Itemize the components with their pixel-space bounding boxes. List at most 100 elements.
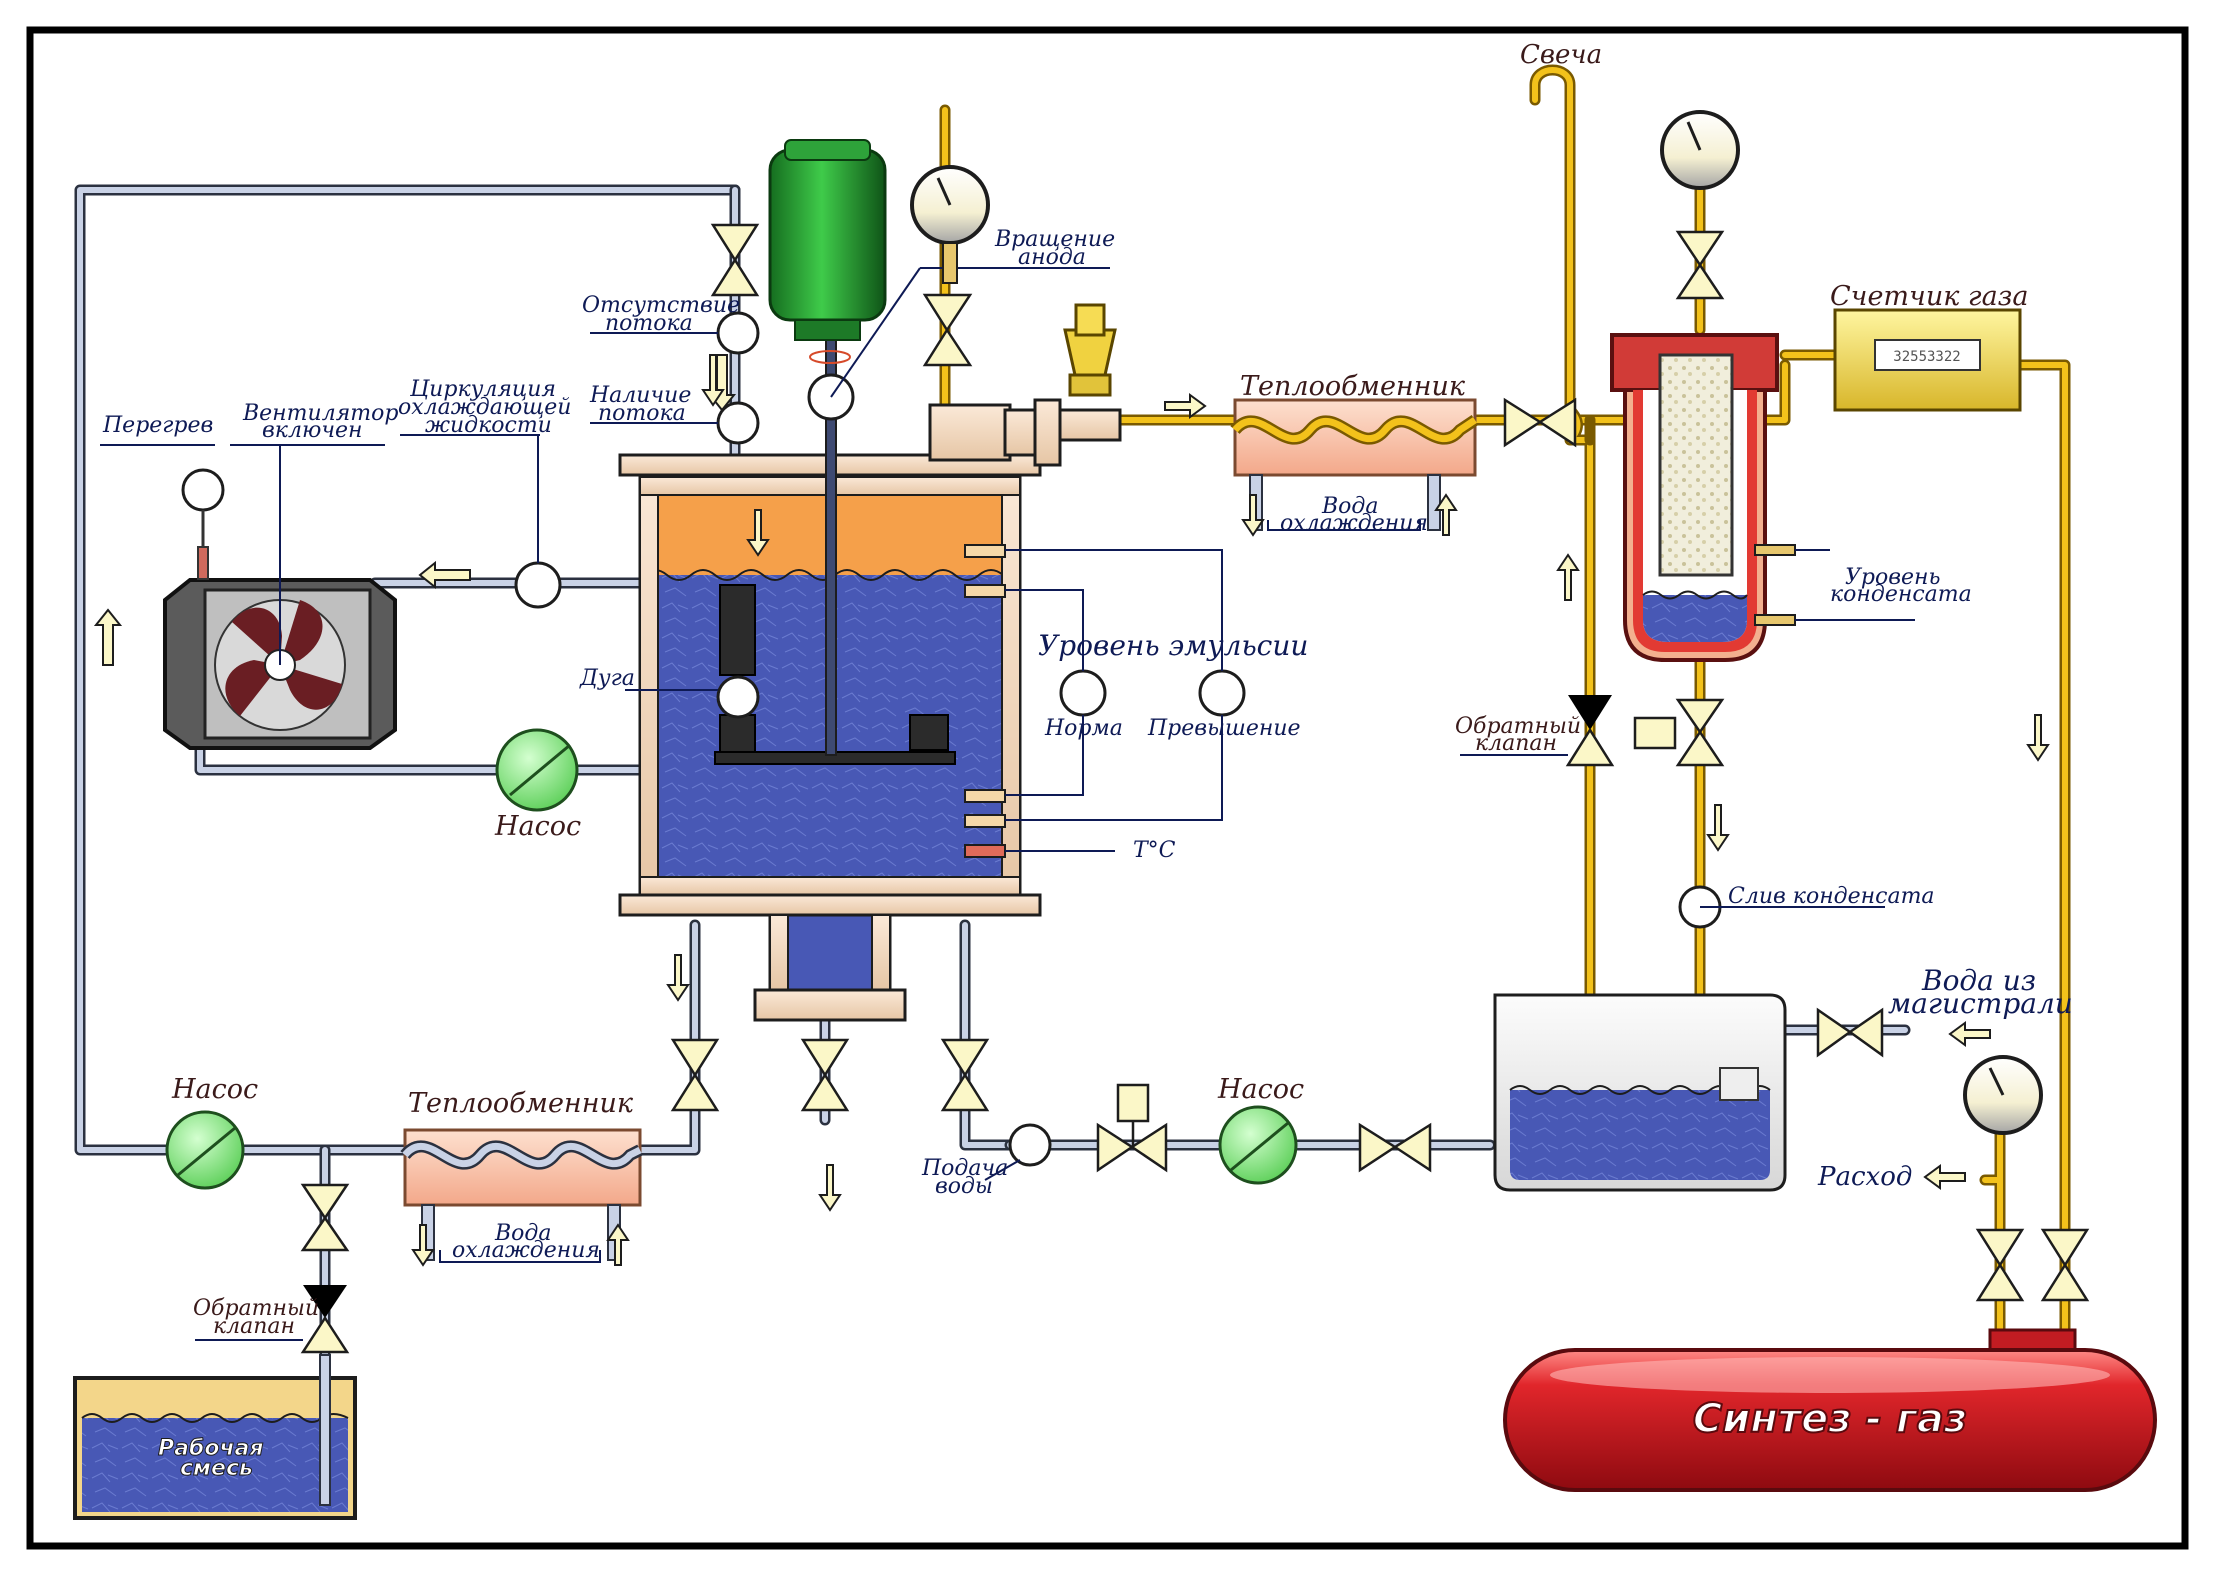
valve-icon	[670, 1038, 720, 1112]
flow-present-sensor-icon	[716, 401, 760, 445]
valve-icon	[940, 1038, 990, 1112]
flow-arrow-icon	[1923, 1164, 1966, 1190]
no-flow-sensor-icon	[716, 311, 760, 355]
label-condensate-level: Уровень	[1845, 565, 1941, 590]
flow-arrow-icon	[1706, 804, 1730, 852]
label-cooling-water-top: Вода	[1321, 494, 1378, 519]
label-circulation-2: охлаждающей	[398, 395, 571, 420]
label-exceed: Превышение	[1147, 716, 1301, 741]
condensate-separator	[1610, 333, 1830, 662]
pressure-gauge-icon	[1963, 1055, 2043, 1135]
pump-icon	[1218, 1105, 1298, 1185]
label-fan-on-2: включен	[262, 418, 363, 443]
label-emulsion-level: Уровень эмульсии	[1038, 629, 1308, 662]
pressure-gauge-icon	[910, 165, 990, 284]
flow-arrow-icon	[606, 1223, 630, 1266]
valve-icon	[1358, 1122, 1432, 1173]
valve-icon	[1096, 1083, 1168, 1173]
level-exceed-sensor-icon	[1198, 669, 1246, 717]
valve-icon	[922, 293, 973, 367]
gas-meter-icon: 32553322	[1833, 308, 2022, 412]
flow-arrow-icon	[746, 509, 770, 557]
label-mains-water-2: магистрали	[1888, 987, 2073, 1020]
check-valve-icon	[1565, 695, 1615, 767]
label-condensate-drain: Слив конденсата	[1728, 884, 1935, 909]
arc-sensor-icon	[716, 675, 760, 719]
relief-valve-icon	[1063, 303, 1117, 397]
flow-arrow-icon	[818, 1164, 842, 1212]
label-circulation: Циркуляция	[409, 377, 556, 402]
circulation-sensor-icon	[514, 561, 562, 609]
label-cooling-water-bottom-2: охлаждения	[452, 1238, 600, 1263]
flow-arrow-icon	[666, 954, 690, 1002]
valve-icon	[1975, 1228, 2025, 1302]
valve-icon	[1675, 230, 1725, 300]
label-fan-on: Вентилятор	[242, 401, 398, 426]
valve-icon	[800, 1038, 850, 1112]
label-check-valve-left: Обратный	[193, 1296, 319, 1321]
label-pump-left: Насос	[494, 811, 581, 842]
label-heat-exchanger-top: Теплообменник	[1240, 371, 1466, 402]
flow-arrow-icon	[701, 354, 725, 407]
pump-icon	[165, 1110, 245, 1190]
label-pump-bottom-left: Насос	[171, 1074, 258, 1105]
valve-icon	[710, 223, 760, 297]
flow-arrow-icon	[1948, 1021, 1991, 1047]
flow-arrow-icon	[2026, 714, 2050, 762]
label-check-valve-left-2: клапан	[213, 1314, 295, 1339]
label-anode-rotation-2: анода	[1018, 245, 1086, 270]
flow-arrow-icon	[1241, 494, 1265, 537]
label-arc: Дуга	[579, 666, 635, 691]
label-no-flow-2: потока	[605, 311, 693, 336]
valve-icon	[1503, 397, 1577, 448]
label-flow-present: Наличие	[589, 383, 691, 408]
gas-meter-display: 32553322	[1893, 349, 1960, 365]
flow-arrow-icon	[1434, 493, 1458, 536]
flow-arrow-icon	[93, 608, 123, 666]
label-overheat: Перегрев	[102, 413, 213, 438]
check-valve-icon	[300, 1285, 350, 1354]
valve-icon	[2040, 1228, 2090, 1302]
label-cooling-water-top-2: охлаждения	[1280, 511, 1428, 536]
label-flow-present-2: потока	[598, 401, 686, 426]
label-check-valve-right-2: клапан	[1475, 731, 1557, 756]
label-water-feed-2: воды	[935, 1174, 993, 1199]
label-working-mixture-2: смесь	[180, 1456, 253, 1481]
outlet-tee	[928, 398, 1122, 467]
valve-icon	[1633, 698, 1725, 767]
working-mixture-tank	[73, 1354, 357, 1520]
label-working-mixture: Рабочая	[158, 1436, 264, 1461]
reactor-vessel	[618, 334, 1042, 1022]
heat-exchanger-bottom	[400, 1128, 643, 1261]
valve-icon	[1816, 1007, 1884, 1058]
overheat-sensor-icon	[181, 468, 225, 512]
label-synthesis-gas: Синтез - газ	[1693, 1396, 1967, 1442]
label-cooling-water-bottom: Вода	[494, 1221, 551, 1246]
flow-arrow-icon	[1556, 553, 1580, 601]
label-condensate-level-2: конденсата	[1830, 582, 1972, 607]
label-consumption: Расход	[1817, 1162, 1912, 1192]
label-temperature: T°C	[1133, 838, 1176, 863]
label-check-valve-right: Обратный	[1455, 714, 1581, 739]
level-normal-sensor-icon	[1059, 669, 1107, 717]
label-heat-exchanger-bottom: Теплообменник	[408, 1088, 634, 1119]
synthesis-gas-tank	[1503, 1328, 2157, 1492]
water-tank	[1493, 993, 1787, 1192]
label-no-flow: Отсутствие	[582, 293, 740, 318]
label-circulation-3: жидкости	[425, 413, 552, 438]
fan-icon	[225, 600, 342, 716]
frame-border	[26, 26, 2189, 1550]
water-feed-sensor-icon	[1008, 1123, 1052, 1167]
labels: Свеча Вращение анода Отсутствие потока Н…	[102, 40, 2073, 1482]
flow-arrow-icon	[418, 560, 471, 590]
label-svecha: Свеча	[1520, 40, 1602, 70]
label-mains-water: Вода из	[1921, 964, 2036, 997]
pressure-gauge-icon	[1660, 110, 1740, 190]
label-anode-rotation: Вращение	[994, 227, 1115, 252]
flow-arrow-icon	[411, 1224, 435, 1267]
pump-icon	[495, 728, 579, 812]
flow-arrow-icon	[1164, 393, 1207, 419]
valve-icon	[300, 1183, 350, 1252]
motor-icon	[768, 139, 887, 364]
